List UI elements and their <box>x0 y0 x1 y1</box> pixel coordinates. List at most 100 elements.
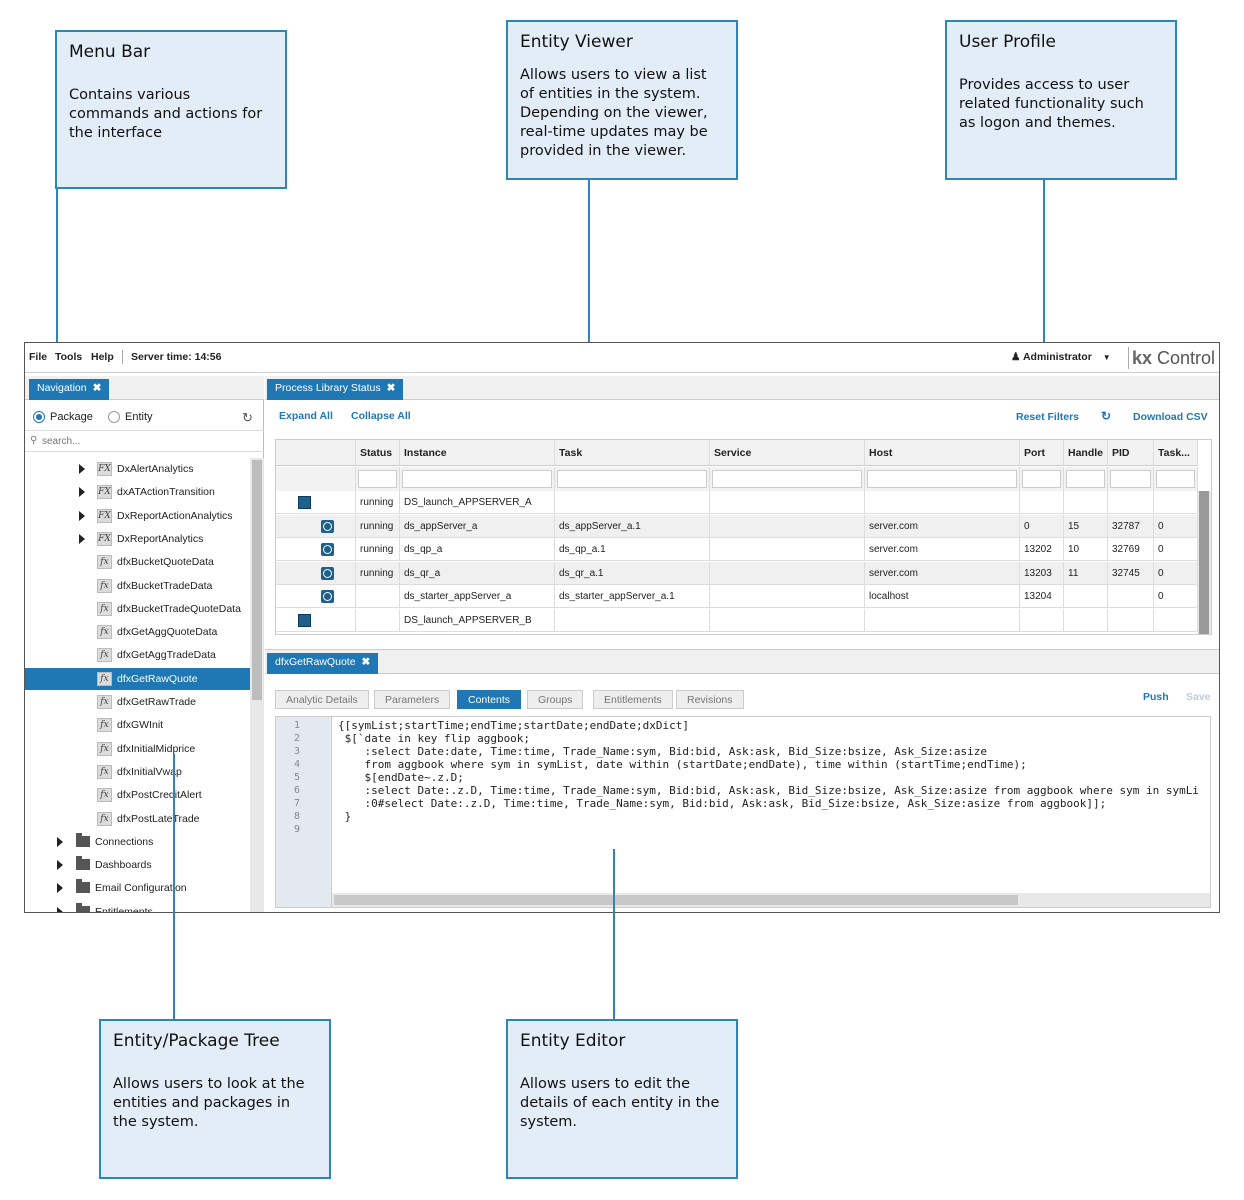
expand-arrow-icon[interactable] <box>79 487 85 498</box>
tree-item-label: dfxInitialVwap <box>117 765 182 778</box>
editor-tab[interactable]: Entitlements <box>593 690 673 709</box>
column-header[interactable]: Port <box>1020 440 1064 466</box>
collapse-all-button[interactable]: Collapse All <box>351 410 411 422</box>
expand-all-button[interactable]: Expand All <box>279 410 333 422</box>
cell-handle: 10 <box>1064 538 1108 561</box>
cell-handle <box>1064 585 1108 608</box>
menu-file[interactable]: File <box>29 351 48 363</box>
column-header[interactable]: Host <box>865 440 1020 466</box>
column-header[interactable]: Status <box>356 440 400 466</box>
cell-status: running <box>356 561 400 585</box>
save-button[interactable]: Save <box>1186 691 1211 703</box>
column-header[interactable]: Handle <box>1064 440 1108 466</box>
code-line: $[endDate~.z.D; <box>338 771 464 784</box>
column-filter-input[interactable] <box>358 470 397 488</box>
expand-arrow-icon[interactable] <box>79 533 85 544</box>
cell-service <box>710 514 865 538</box>
grid-scrollbar[interactable] <box>1197 491 1211 634</box>
tree-item[interactable]: Email Configuration <box>25 877 250 899</box>
editor-tab[interactable]: Analytic Details <box>275 690 369 709</box>
push-button[interactable]: Push <box>1143 691 1169 703</box>
table-row[interactable]: DS_launch_APPSERVER_B <box>276 608 1198 632</box>
column-filter-input[interactable] <box>402 470 552 488</box>
column-header[interactable]: PID <box>1108 440 1154 466</box>
horizontal-scrollbar[interactable] <box>332 893 1210 907</box>
row-icon-cell <box>276 561 356 585</box>
editor-tab[interactable]: Parameters <box>374 690 451 709</box>
column-filter-input[interactable] <box>1066 470 1105 488</box>
package-radio[interactable] <box>33 411 45 423</box>
row-icon-cell <box>276 538 356 561</box>
expand-arrow-icon[interactable] <box>57 860 63 871</box>
refresh-icon[interactable]: ↻ <box>1101 409 1112 423</box>
tree-item[interactable]: Dashboards <box>25 854 250 876</box>
column-filter-input[interactable] <box>1022 470 1061 488</box>
tab-process-library-status[interactable]: Process Library Status✖ <box>267 379 404 400</box>
editor-tab[interactable]: Groups <box>527 690 584 709</box>
column-filter-input[interactable] <box>712 470 862 488</box>
user-menu[interactable]: ♟ Administrator ▼ <box>1011 351 1111 363</box>
tree-item[interactable]: Connections <box>25 831 250 853</box>
function-icon: fx <box>97 695 112 709</box>
column-header[interactable]: Instance <box>400 440 555 466</box>
column-filter-input[interactable] <box>557 470 707 488</box>
column-filter-input[interactable] <box>867 470 1017 488</box>
tree-item-label: DxAlertAnalytics <box>117 463 194 475</box>
column-header[interactable] <box>276 440 356 466</box>
column-header[interactable]: Task... <box>1154 440 1198 466</box>
scrollbar-thumb[interactable] <box>334 895 1018 905</box>
menu-tools[interactable]: Tools <box>55 351 83 363</box>
cell-service <box>710 538 865 561</box>
menu-help[interactable]: Help <box>91 351 114 363</box>
scrollbar-thumb[interactable] <box>1199 491 1209 634</box>
column-header[interactable]: Service <box>710 440 865 466</box>
tree-scrollbar[interactable] <box>250 458 264 912</box>
column-filter-input[interactable] <box>1156 470 1195 488</box>
refresh-icon[interactable]: ↻ <box>242 410 253 425</box>
expand-arrow-icon[interactable] <box>79 510 85 521</box>
tree-item[interactable]: Entitlements <box>25 901 250 912</box>
expand-arrow-icon[interactable] <box>57 906 63 912</box>
entity-radio[interactable] <box>108 411 120 423</box>
cell-service <box>710 585 865 608</box>
expand-arrow-icon[interactable] <box>79 464 85 474</box>
editor-tab[interactable]: Revisions <box>676 690 744 709</box>
search-input[interactable] <box>42 433 242 449</box>
reset-filters-button[interactable]: Reset Filters <box>1016 411 1080 423</box>
expand-arrow-icon[interactable] <box>57 883 63 894</box>
close-icon[interactable]: ✖ <box>361 656 371 668</box>
scrollbar-thumb[interactable] <box>252 460 262 700</box>
cell-pid <box>1108 585 1154 608</box>
download-csv-button[interactable]: Download CSV <box>1133 411 1208 423</box>
tab-navigation[interactable]: Navigation✖ <box>29 379 110 400</box>
column-header[interactable]: Task <box>555 440 710 466</box>
column-filter-input[interactable] <box>1110 470 1151 488</box>
tab-dfxgetrawquote[interactable]: dfxGetRawQuote✖ <box>267 653 379 674</box>
close-icon[interactable]: ✖ <box>386 382 396 394</box>
expand-arrow-icon[interactable] <box>57 836 63 847</box>
close-icon[interactable]: ✖ <box>92 382 102 394</box>
editor-tab[interactable]: Contents <box>457 690 522 709</box>
